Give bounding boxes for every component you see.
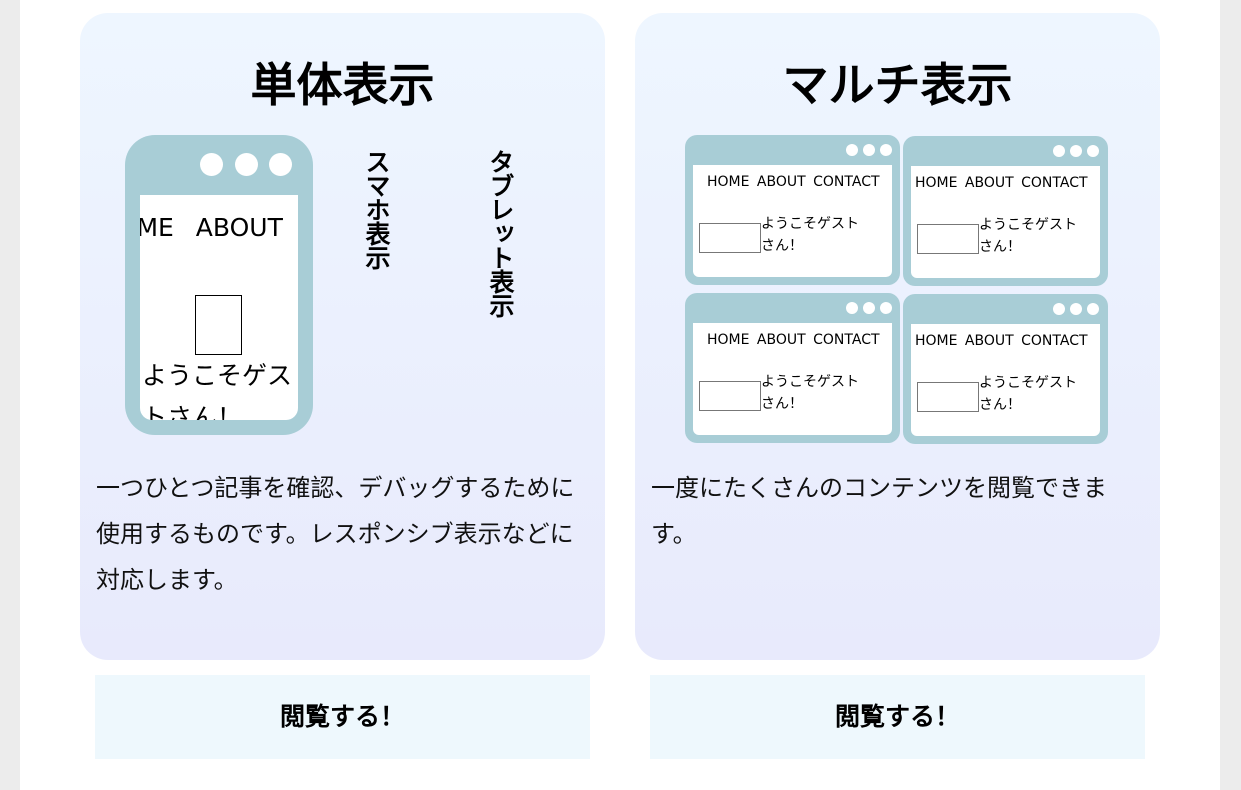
page: 単体表示 HOME ABOUT CONTACT ようこそゲストさん！ スマホ表示… <box>20 0 1220 790</box>
welcome-text: ようこそゲストさん！ <box>142 361 293 420</box>
multi-view-card: マルチ表示 HOME ABOUT CONTACT ようこそゲストさん！ HOME … <box>635 13 1160 660</box>
dot-icon <box>1070 303 1082 315</box>
dot-icon <box>269 153 292 176</box>
phone-mockup: HOME ABOUT CONTACT ようこそゲストさん！ <box>125 135 313 435</box>
phone-view-label[interactable]: スマホ表示 <box>362 149 391 269</box>
window-mockup: HOME ABOUT CONTACT ようこそゲストさん！ <box>685 293 900 443</box>
dot-icon <box>1087 145 1099 157</box>
image-placeholder <box>917 224 979 254</box>
single-view-card: 単体表示 HOME ABOUT CONTACT ようこそゲストさん！ スマホ表示… <box>80 13 605 660</box>
nav-text: HOME ABOUT CONTACT <box>915 175 1088 191</box>
dot-icon <box>880 144 892 156</box>
single-view-title: 単体表示 <box>250 58 435 112</box>
tablet-view-label[interactable]: タブレット表示 <box>486 149 515 317</box>
dot-icon <box>880 302 892 314</box>
nav-text: HOME ABOUT CONTACT <box>915 333 1088 349</box>
dot-icon <box>235 153 258 176</box>
image-placeholder <box>699 223 761 253</box>
image-placeholder <box>917 382 979 412</box>
dot-icon <box>1053 303 1065 315</box>
single-view-button[interactable]: 閲覧する！ <box>95 675 590 759</box>
dot-icon <box>200 153 223 176</box>
single-description: 一つひとつ記事を確認、デバッグするために使用するものです。レスポンシブ表示などに… <box>96 474 575 594</box>
welcome-text: ようこそゲストさん！ <box>761 216 859 254</box>
dot-icon <box>1087 303 1099 315</box>
window-mockup: HOME ABOUT CONTACT ようこそゲストさん！ <box>903 294 1108 444</box>
dot-icon <box>1070 145 1082 157</box>
multi-description: 一度にたくさんのコンテンツを閲覧できます。 <box>651 474 1107 548</box>
nav-text: HOME ABOUT CONTACT <box>707 332 880 348</box>
multi-view-button[interactable]: 閲覧する！ <box>650 675 1145 759</box>
dot-icon <box>846 144 858 156</box>
window-mockup: HOME ABOUT CONTACT ようこそゲストさん！ <box>685 135 900 285</box>
welcome-text: ようこそゲストさん！ <box>979 217 1077 255</box>
nav-text: HOME ABOUT CONTACT <box>140 213 298 242</box>
dot-icon <box>1053 145 1065 157</box>
nav-text: HOME ABOUT CONTACT <box>707 174 880 190</box>
image-placeholder <box>195 295 242 355</box>
image-placeholder <box>699 381 761 411</box>
dot-icon <box>846 302 858 314</box>
dot-icon <box>863 144 875 156</box>
dot-icon <box>863 302 875 314</box>
welcome-text: ようこそゲストさん！ <box>761 374 859 412</box>
multi-view-title: マルチ表示 <box>782 58 1013 112</box>
window-mockup: HOME ABOUT CONTACT ようこそゲストさん！ <box>903 136 1108 286</box>
phone-screen: HOME ABOUT CONTACT ようこそゲストさん！ <box>140 195 298 420</box>
welcome-text: ようこそゲストさん！ <box>979 375 1077 413</box>
